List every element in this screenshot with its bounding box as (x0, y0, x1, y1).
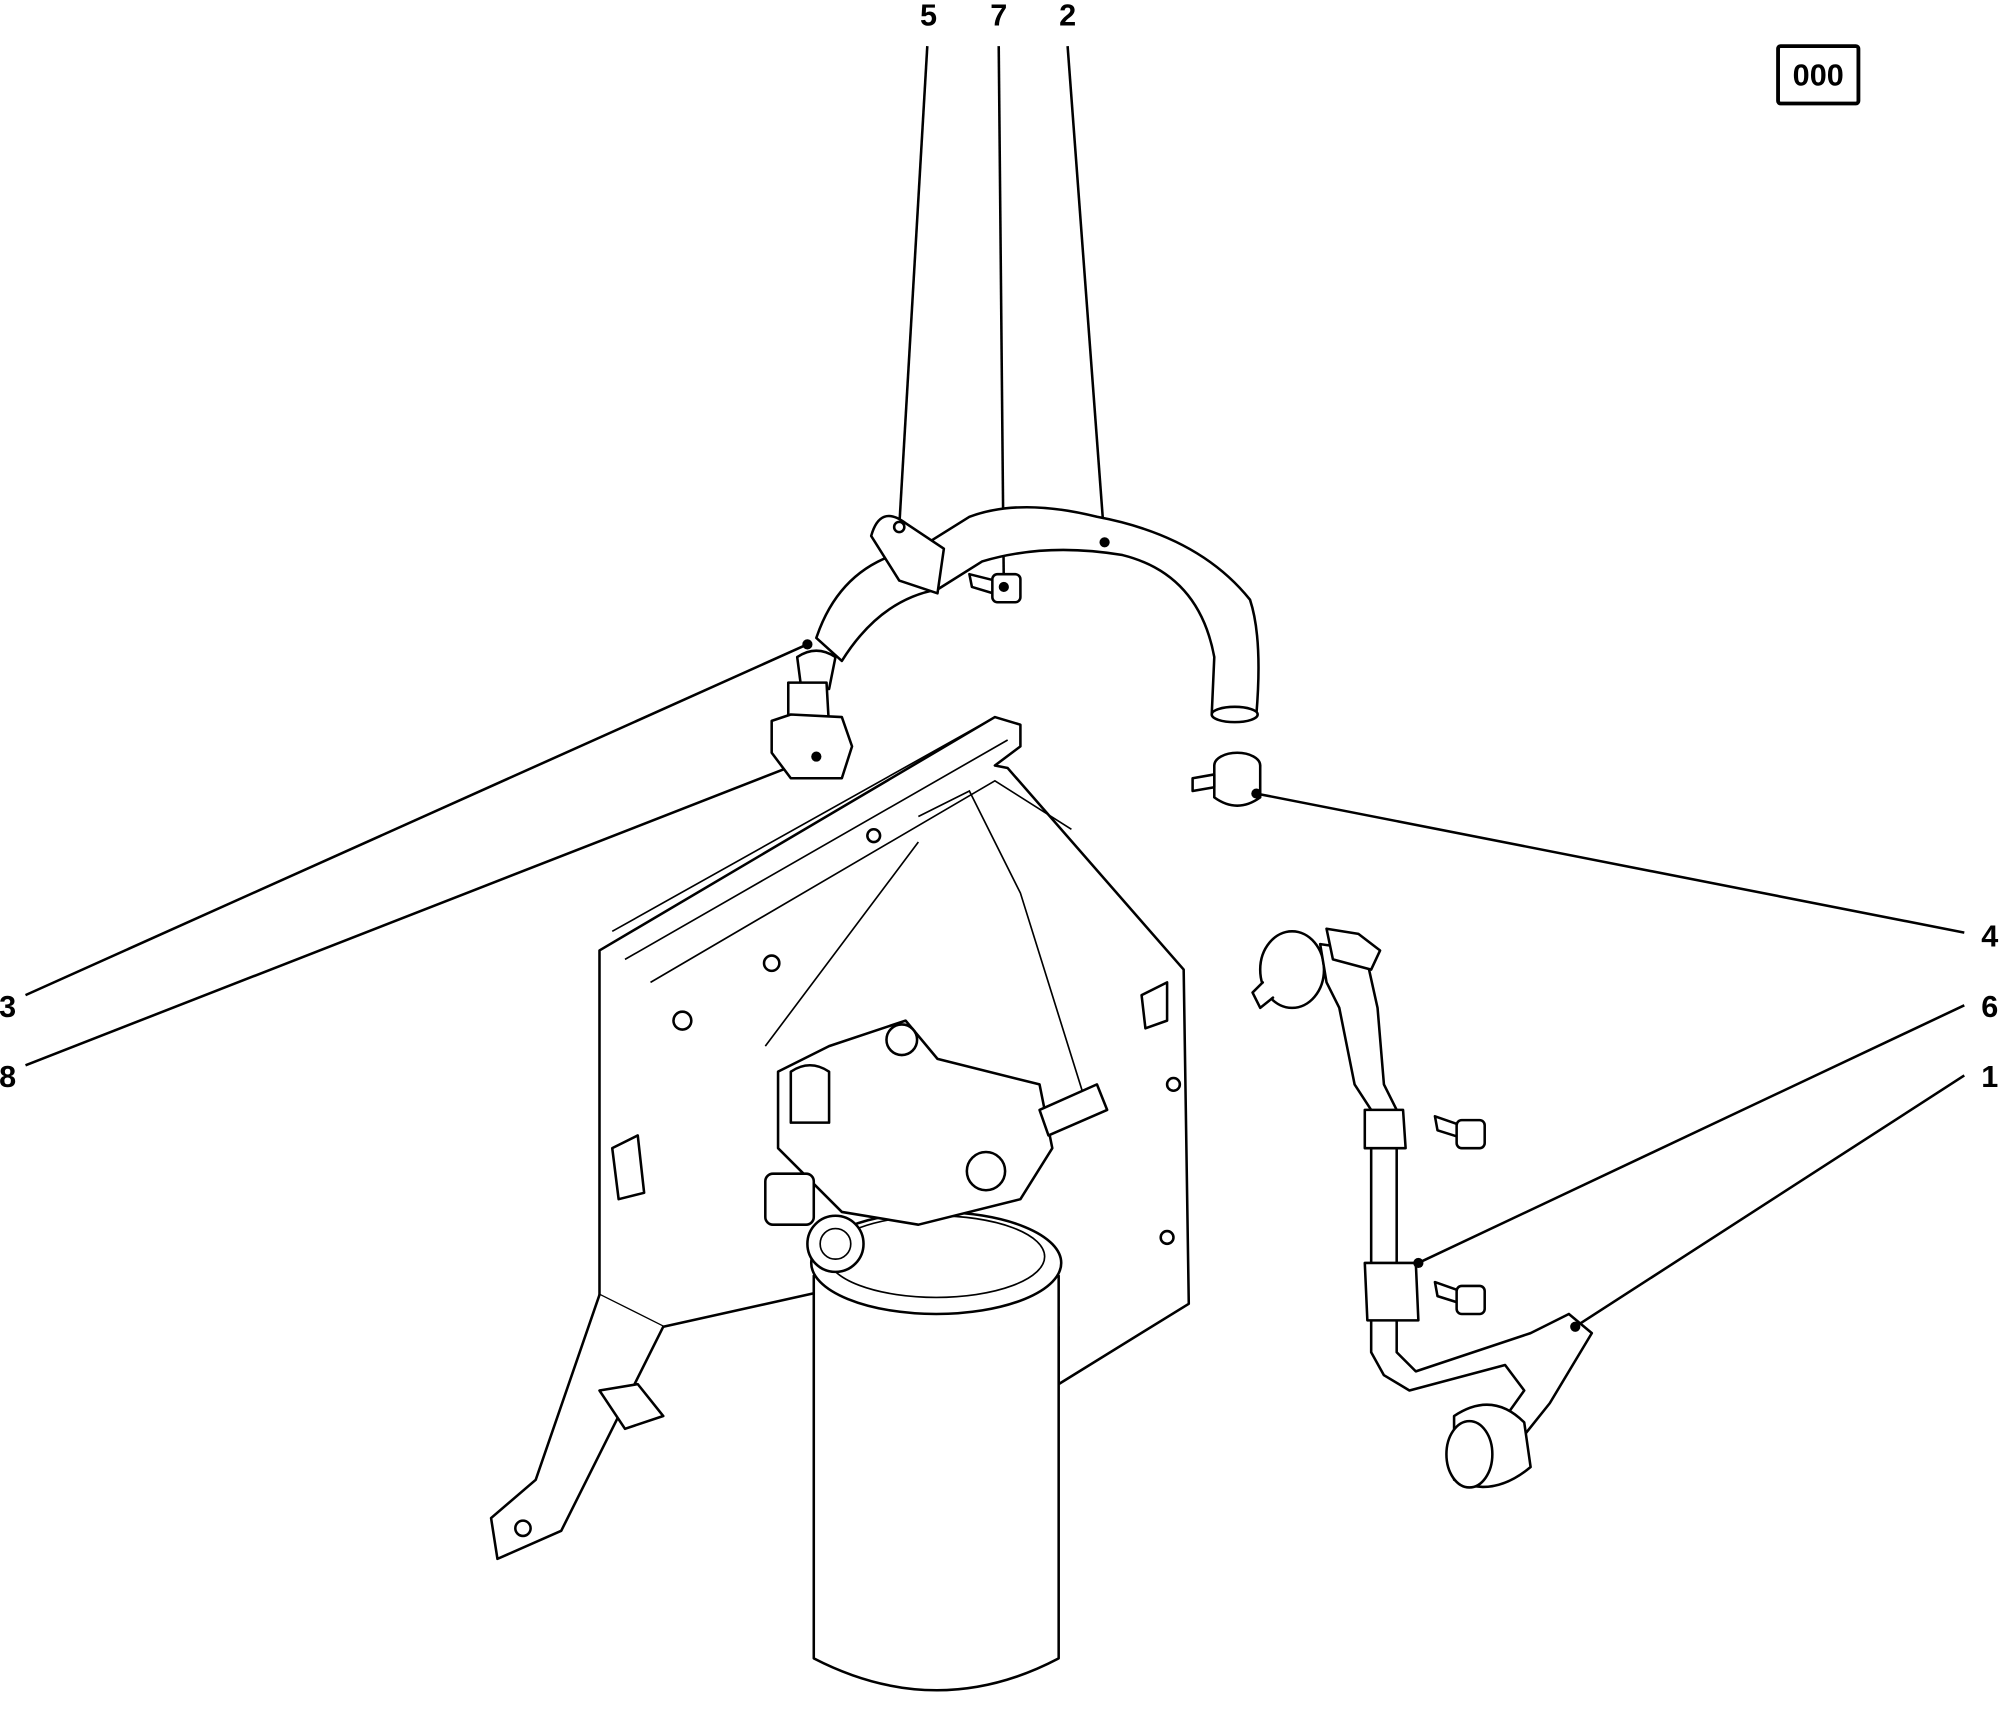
callout-6[interactable]: 6 (1981, 990, 1998, 1024)
callout-3[interactable]: 3 (0, 990, 16, 1024)
hose-2 (815, 505, 1260, 724)
bolt-lower (1433, 1280, 1486, 1316)
callout-5[interactable]: 5 (920, 0, 937, 33)
callout-7[interactable]: 7 (990, 0, 1007, 33)
connector-8 (770, 681, 854, 780)
callout-1[interactable]: 1 (1981, 1060, 1998, 1094)
pipe-1 (1251, 927, 1594, 1489)
bolt-7 (968, 572, 1022, 604)
callout-4[interactable]: 4 (1981, 920, 1998, 954)
reference-code-box: 000 (1776, 44, 1861, 106)
callout-2[interactable]: 2 (1059, 0, 1076, 33)
bolt-upper (1433, 1114, 1486, 1150)
reference-code: 000 (1793, 59, 1844, 93)
fitting-3 (795, 639, 837, 691)
fuel-filter (764, 1019, 1109, 1692)
clamp-4 (1191, 751, 1262, 807)
leader-lines (24, 46, 1965, 1328)
callout-8[interactable]: 8 (0, 1060, 16, 1094)
